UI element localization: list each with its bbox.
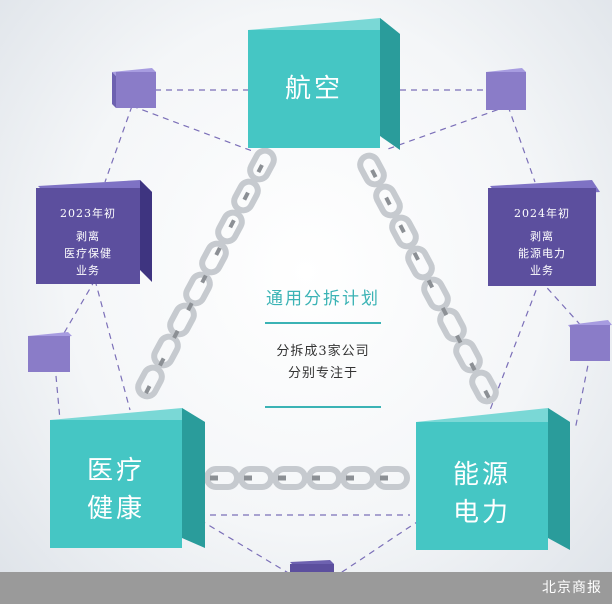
healthcare-label-line1: 医疗 xyxy=(86,456,145,486)
right-note: 2024年初 剥离 能源电力 业务 xyxy=(488,205,596,279)
center-line1: 分拆成3家公司 xyxy=(276,344,370,359)
chain-bottom xyxy=(207,469,410,487)
energy-label-line1: 能源 xyxy=(452,460,511,490)
center-rule-bottom xyxy=(265,406,381,408)
center-rule-top xyxy=(265,322,381,324)
small-cube-top-left xyxy=(112,68,156,108)
left-note-line1: 2023年初 xyxy=(60,207,116,220)
chain-right xyxy=(357,153,499,405)
source-label: 北京商报 xyxy=(542,580,602,596)
right-note-line3: 能源电力 xyxy=(518,247,566,260)
cube-aviation xyxy=(248,18,400,150)
cube-healthcare xyxy=(50,408,205,548)
energy-label-line2: 电力 xyxy=(452,498,511,528)
small-cube-mid-right xyxy=(568,320,612,361)
chain-left xyxy=(135,148,277,400)
left-note-line3: 医疗保健 xyxy=(64,247,112,260)
aviation-label: 航空 xyxy=(284,74,343,104)
footer-bar: 北京商报 xyxy=(0,572,612,604)
left-note-line2: 剥离 xyxy=(76,230,100,243)
center-line2: 分别专注于 xyxy=(287,366,358,381)
center-title: 通用分拆计划 xyxy=(266,289,380,309)
healthcare-label-line2: 健康 xyxy=(86,494,145,524)
cube-energy xyxy=(416,408,570,550)
right-note-line4: 业务 xyxy=(530,264,554,277)
right-note-line1: 2024年初 xyxy=(514,207,570,220)
dashed-connectors xyxy=(54,89,591,581)
note-cube-right xyxy=(488,180,600,286)
left-note: 2023年初 剥离 医疗保健 业务 xyxy=(36,205,140,279)
note-cube-left xyxy=(36,180,152,284)
small-cube-mid-left xyxy=(28,332,72,372)
right-note-line2: 剥离 xyxy=(530,230,554,243)
small-cube-top-right xyxy=(486,68,526,110)
left-note-line4: 业务 xyxy=(76,264,100,277)
